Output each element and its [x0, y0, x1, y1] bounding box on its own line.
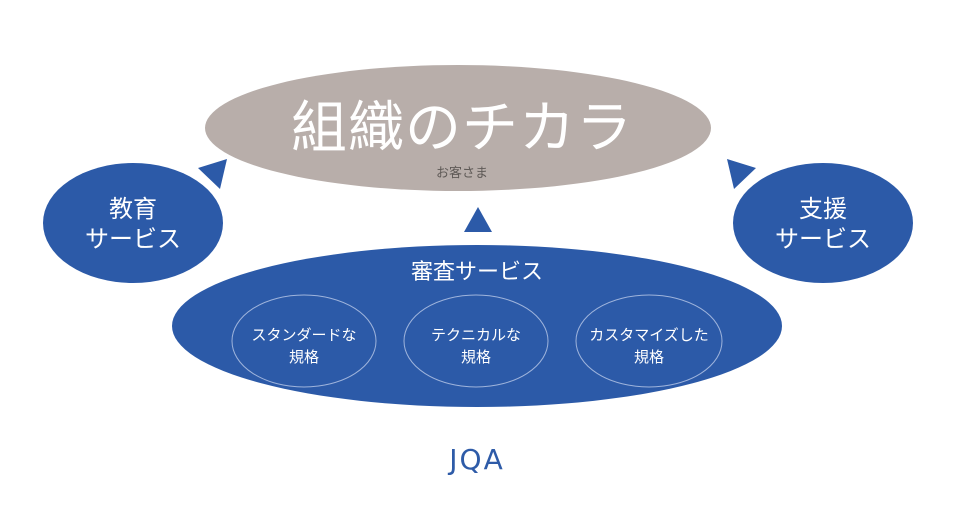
education-ellipse: [43, 163, 223, 283]
custom-label-line2: 規格: [634, 348, 664, 366]
standard-label-line2: 規格: [289, 348, 319, 366]
standard-label-line1: スタンダードな: [251, 326, 356, 344]
audit-service-node: 審査サービス スタンダードな 規格 テクニカルな 規格 カスタマイズした 規格: [172, 245, 782, 407]
support-service-node: 支援 サービス: [733, 163, 913, 283]
standard-ellipse-standard: [231, 294, 377, 388]
standard-node-technical: テクニカルな 規格: [403, 294, 549, 388]
customer-ellipse: [205, 65, 711, 191]
education-label-line1: 教育: [109, 195, 157, 223]
technical-label-line1: テクニカルな: [431, 326, 521, 344]
standard-ellipse-custom: [575, 294, 723, 388]
standard-node-custom: カスタマイズした 規格: [575, 294, 723, 388]
education-service-node: 教育 サービス: [43, 163, 223, 283]
customer-subtitle: お客さま: [436, 165, 488, 181]
standard-ellipse-technical: [403, 294, 549, 388]
arrow-education-to-customer: [198, 159, 227, 189]
support-label-line1: 支援: [799, 195, 847, 223]
support-label-line2: サービス: [775, 225, 871, 253]
arrow-support-to-customer: [727, 159, 756, 189]
custom-label-line1: カスタマイズした: [589, 326, 709, 344]
audit-title: 審査サービス: [411, 260, 543, 285]
standard-node-standard: スタンダードな 規格: [231, 294, 377, 388]
customer-node: 組織のチカラ お客さま: [205, 65, 711, 191]
technical-label-line2: 規格: [461, 348, 491, 366]
education-label-line2: サービス: [85, 225, 181, 253]
customer-title: 組織のチカラ: [291, 96, 633, 161]
support-ellipse: [733, 163, 913, 283]
arrow-audit-to-customer: [464, 207, 492, 232]
brand-label: JQA: [447, 443, 504, 476]
audit-ellipse: [172, 245, 782, 407]
